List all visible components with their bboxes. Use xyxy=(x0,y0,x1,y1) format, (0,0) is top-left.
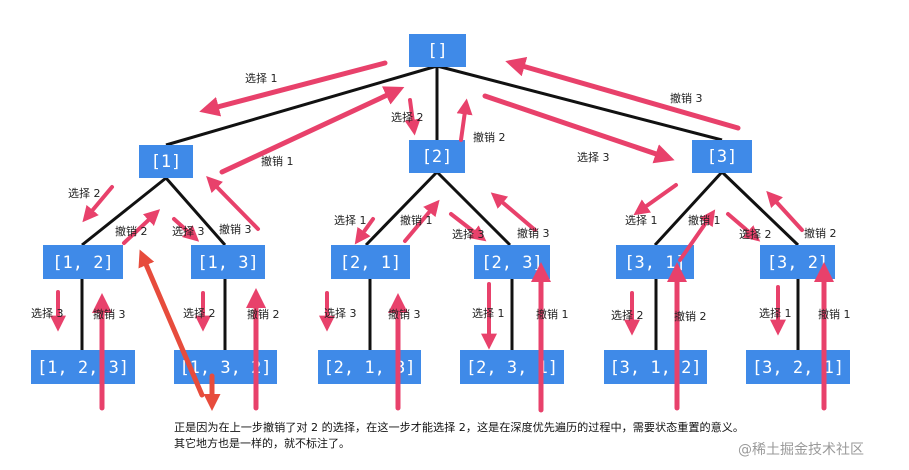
choose-label: 选择 1 xyxy=(472,306,505,320)
edge-n1-n13 xyxy=(164,177,227,246)
caption-line-2: 其它地方也是一样的，就不标注了。 xyxy=(174,436,350,450)
node-label: [1, 3] xyxy=(197,253,258,273)
undo-label: 撤销 1 xyxy=(261,154,294,168)
node-1-2-3: [1, 2, 3] xyxy=(31,350,135,384)
edge-n2-n23 xyxy=(435,170,512,247)
node-label: [3] xyxy=(707,147,738,167)
undo-label: 撤销 3 xyxy=(517,226,550,240)
node-1-3: [1, 3] xyxy=(191,245,265,279)
choose-arrow xyxy=(726,212,761,242)
undo-arrow xyxy=(678,209,716,262)
choose-label: 选择 2 xyxy=(611,308,644,322)
choose-arrow xyxy=(633,183,678,216)
annotation-arrows xyxy=(138,249,221,411)
undo-label: 撤销 1 xyxy=(818,307,851,321)
undo-arrow xyxy=(206,175,260,231)
undo-label: 撤销 1 xyxy=(536,307,569,321)
choose-arrow xyxy=(482,93,675,164)
choose-arrow xyxy=(404,98,421,136)
edge-root-n3 xyxy=(436,64,723,142)
caption: 正是因为在上一步撤销了对 2 的选择，在这一步才能选择 2，这是在深度优先遍历的… xyxy=(174,420,744,450)
undo-arrow xyxy=(456,98,473,142)
undo-arrow xyxy=(766,190,804,232)
step-arrows xyxy=(50,56,834,413)
choose-label: 选择 1 xyxy=(759,306,792,320)
node-root: [] xyxy=(409,34,466,67)
undo-arrow xyxy=(219,86,405,175)
tree-nodes: [] [1] [2] [3] [1, 2] [1, 3] [2, 1] [2 xyxy=(31,34,850,384)
choose-label: 选择 1 xyxy=(245,71,278,85)
choose-label: 选择 1 xyxy=(334,213,367,227)
node-3: [3] xyxy=(692,140,752,173)
node-label: [3, 2] xyxy=(767,253,828,273)
node-label: [2, 1, 3] xyxy=(323,358,415,378)
node-2: [2] xyxy=(409,140,465,173)
choose-label: 选择 2 xyxy=(739,227,772,241)
node-label: [3, 2, 1] xyxy=(752,358,844,378)
step-labels: 选择 1 撤销 1 选择 2 撤销 2 选择 3 撤销 3 选择 2 撤销 2 … xyxy=(31,71,851,323)
node-label: [2, 1] xyxy=(340,253,401,273)
choose-arrow xyxy=(82,185,114,223)
undo-label: 撤销 3 xyxy=(670,91,703,105)
watermark: @稀土掘金技术社区 xyxy=(738,442,864,458)
choose-arrow xyxy=(354,217,375,245)
undo-label: 撤销 2 xyxy=(804,226,837,240)
node-2-3-1: [2, 3, 1] xyxy=(460,350,564,384)
tree-edges xyxy=(80,64,800,350)
node-label: [] xyxy=(427,41,447,61)
node-3-1: [3, 1] xyxy=(616,245,694,279)
node-label: [2, 3, 1] xyxy=(466,358,558,378)
undo-label: 撤销 2 xyxy=(115,224,148,238)
undo-label: 撤销 3 xyxy=(93,307,126,321)
node-1-2: [1, 2] xyxy=(43,245,123,279)
undo-label: 撤销 3 xyxy=(219,222,252,236)
choose-arrow xyxy=(199,60,388,117)
choose-label: 选择 3 xyxy=(452,227,485,241)
node-label: [1, 2, 3] xyxy=(37,358,129,378)
choose-label: 选择 3 xyxy=(31,306,64,320)
choose-label: 选择 2 xyxy=(183,306,216,320)
undo-label: 撤销 3 xyxy=(388,307,421,321)
node-2-1: [2, 1] xyxy=(331,245,410,279)
choose-label: 选择 3 xyxy=(324,306,357,320)
choose-label: 选择 1 xyxy=(625,213,658,227)
edge-n3-n32 xyxy=(720,170,800,247)
annotation-long-arrow xyxy=(138,249,205,398)
choose-arrow xyxy=(449,212,487,242)
undo-label: 撤销 2 xyxy=(473,130,506,144)
undo-arrow xyxy=(403,199,440,243)
choose-label: 选择 3 xyxy=(172,224,205,238)
choose-arrow xyxy=(172,217,200,242)
node-3-1-2: [3, 1, 2] xyxy=(604,350,707,384)
node-label: [3, 1, 2] xyxy=(609,358,701,378)
choose-label: 选择 2 xyxy=(391,110,424,124)
undo-label: 撤销 2 xyxy=(674,309,707,323)
undo-label: 撤销 2 xyxy=(247,307,280,321)
edge-root-n1 xyxy=(165,64,438,147)
node-label: [1, 3, 2] xyxy=(179,358,271,378)
undo-label: 撤销 1 xyxy=(400,213,433,227)
undo-label: 撤销 1 xyxy=(688,213,721,227)
node-label: [1] xyxy=(151,152,182,172)
node-label: [2, 3] xyxy=(481,253,542,273)
choose-label: 选择 2 xyxy=(68,186,101,200)
node-3-2-1: [3, 2, 1] xyxy=(746,350,850,384)
choose-label: 选择 3 xyxy=(577,150,610,164)
node-2-1-3: [2, 1, 3] xyxy=(318,350,421,384)
caption-line-1: 正是因为在上一步撤销了对 2 的选择，在这一步才能选择 2，这是在深度优先遍历的… xyxy=(174,420,744,434)
node-1: [1] xyxy=(139,145,193,178)
edge-n2-n21 xyxy=(364,170,439,247)
node-label: [2] xyxy=(422,147,453,167)
node-label: [1, 2] xyxy=(52,253,113,273)
edge-n3-n31 xyxy=(653,170,724,247)
undo-arrow xyxy=(490,192,537,232)
undo-arrow xyxy=(505,56,741,131)
edge-n1-n12 xyxy=(81,176,167,247)
undo-arrow xyxy=(122,209,161,245)
